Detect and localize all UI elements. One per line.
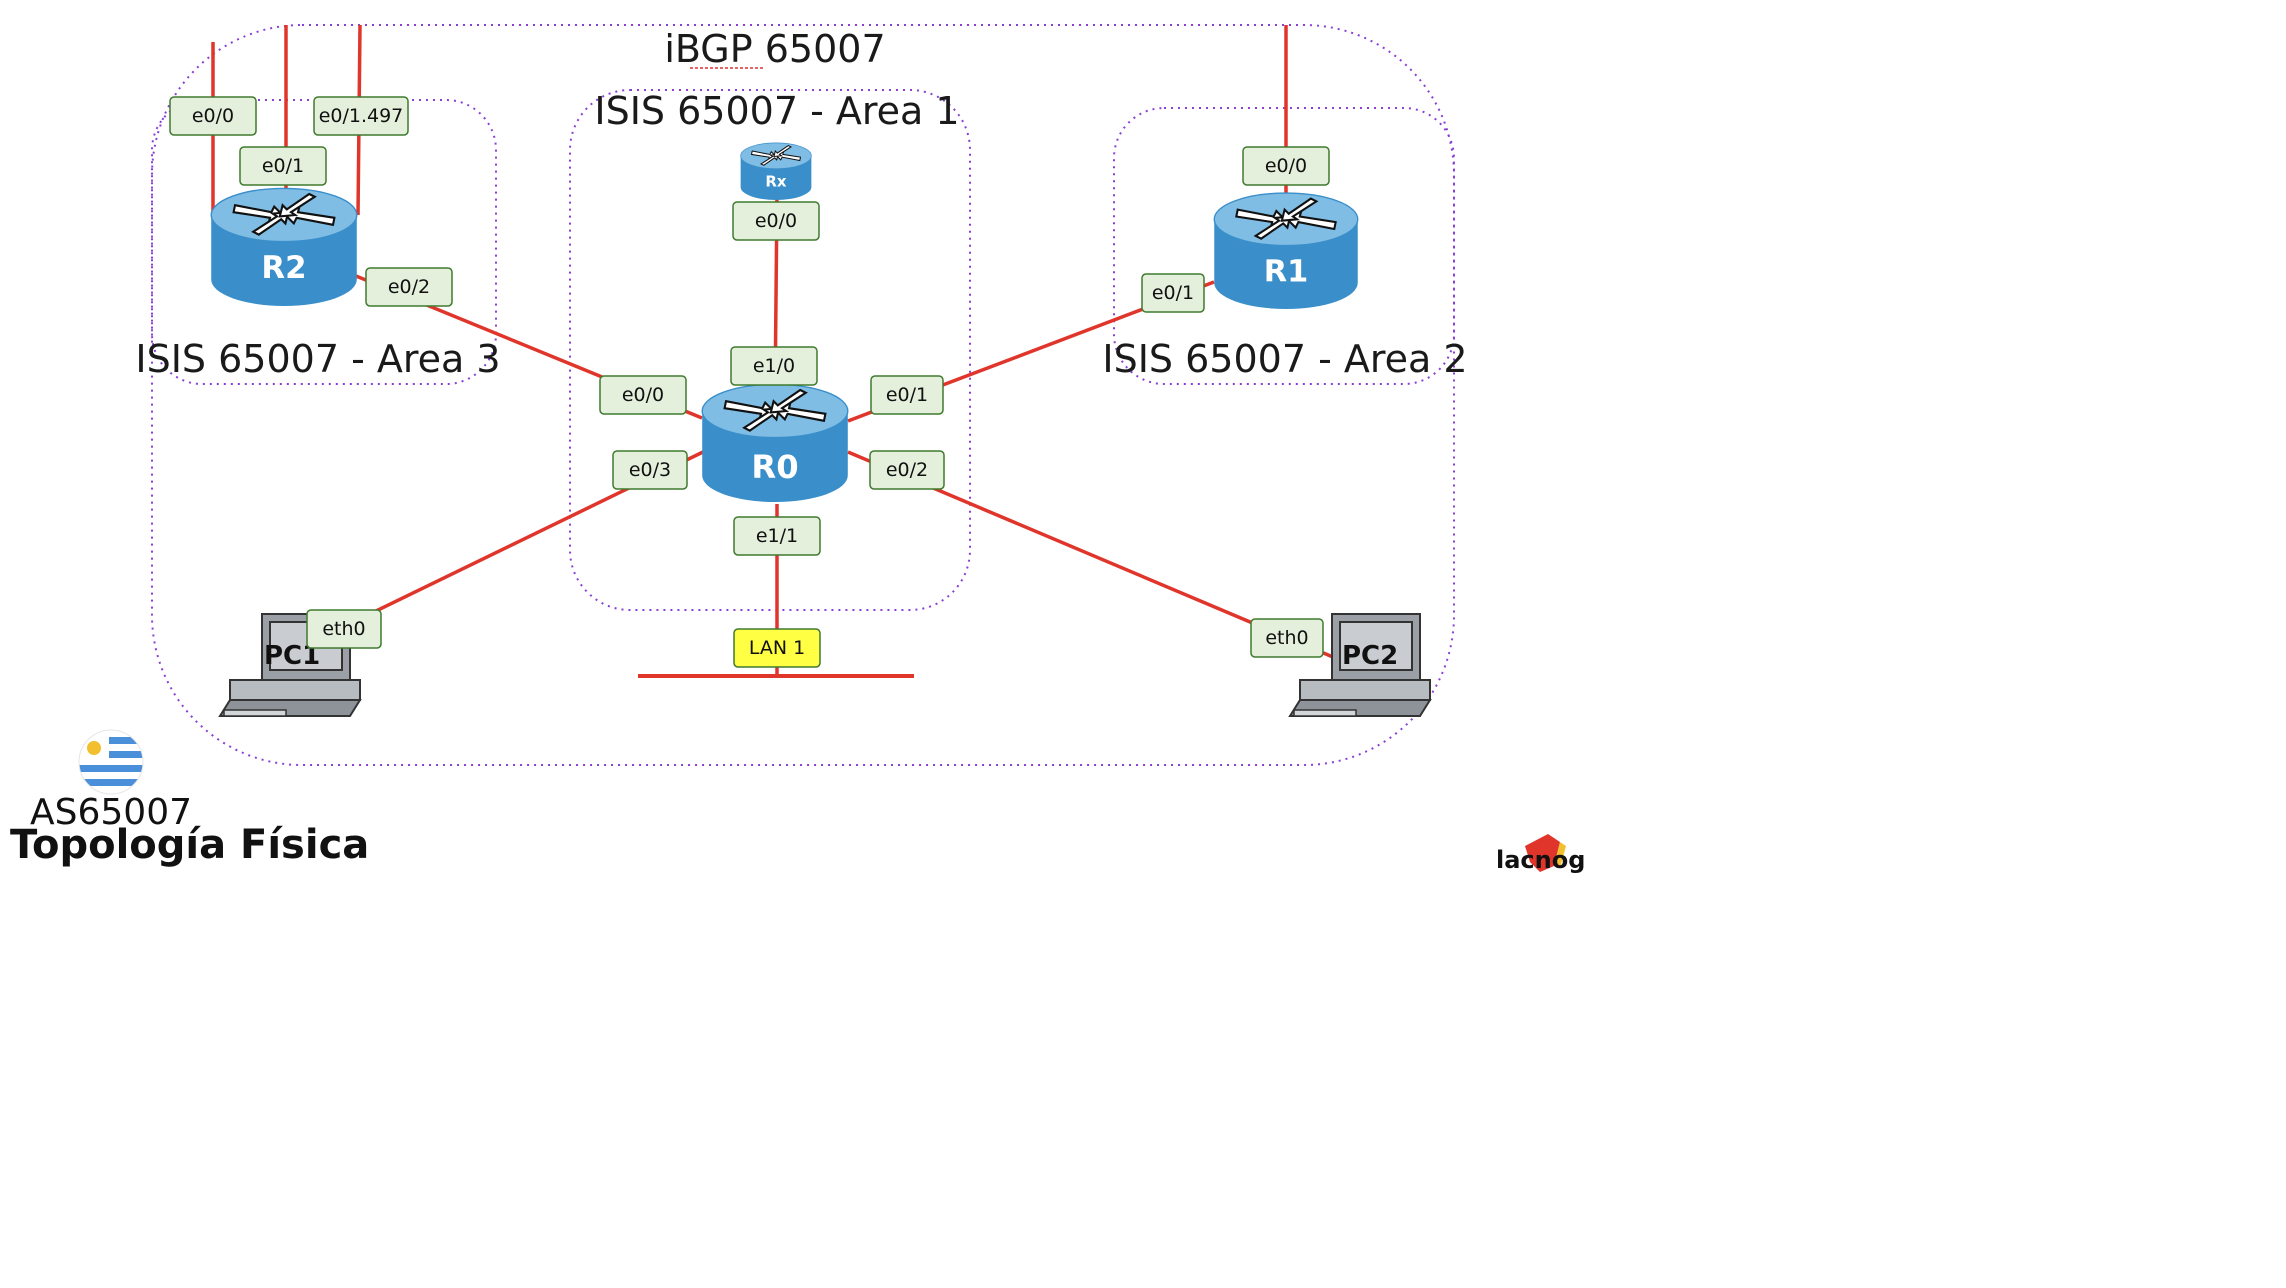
lan1-box bbox=[733, 628, 821, 668]
interface-label-box bbox=[313, 96, 409, 136]
page-subtitle: Topología Física bbox=[10, 822, 369, 868]
if-label-r2-e0-1497: e0/1.497 bbox=[313, 96, 409, 136]
router-rx-label: Rx bbox=[765, 172, 787, 190]
if-label-r2-e0-2: e0/2 bbox=[365, 267, 453, 307]
area1-title: ISIS 65007 - Area 1 bbox=[594, 89, 959, 133]
router-r0[interactable]: R0 bbox=[701, 383, 849, 504]
interface-label-box bbox=[869, 450, 945, 490]
interface-label-text: e1/0 bbox=[753, 355, 795, 377]
interface-label-box bbox=[732, 201, 820, 241]
interface-label-text: e0/2 bbox=[388, 276, 430, 298]
if-label-r2-e0-0: e0/0 bbox=[169, 96, 257, 136]
if-label-r0-e1-1: e1/1 bbox=[733, 516, 821, 556]
lacnog-logo-icon: lacnog bbox=[1496, 834, 1585, 874]
if-label-r1-e0-1: e0/1 bbox=[1141, 273, 1205, 313]
router-r2-label: R2 bbox=[261, 250, 306, 286]
if-label-rx-e0-0: e0/0 bbox=[732, 201, 820, 241]
interface-label-box bbox=[733, 516, 821, 556]
interface-label-text: e0/0 bbox=[192, 105, 234, 127]
area3-boundary bbox=[151, 99, 497, 385]
interface-label-box bbox=[612, 450, 688, 490]
interface-label-text: e0/1 bbox=[262, 155, 304, 177]
interface-label-box bbox=[1242, 146, 1330, 186]
uruguay-flag-icon bbox=[78, 729, 144, 795]
area1-boundary bbox=[569, 89, 971, 611]
diagram-title: iBGP 65007 bbox=[664, 27, 885, 71]
router-icon bbox=[1213, 192, 1359, 311]
if-label-r0-e0-0: e0/0 bbox=[599, 375, 687, 415]
interface-label-box bbox=[1141, 273, 1205, 313]
router-icon bbox=[210, 187, 358, 308]
interface-label-text: eth0 bbox=[322, 618, 365, 640]
interface-label-text: e0/1.497 bbox=[319, 105, 404, 127]
interface-label-box bbox=[169, 96, 257, 136]
interface-label-text: e0/1 bbox=[1152, 282, 1194, 304]
lacnog-logo-text: lacnog bbox=[1496, 846, 1585, 874]
interface-label-text: e0/0 bbox=[1265, 155, 1307, 177]
interface-label-text: e0/0 bbox=[755, 210, 797, 232]
area3-title: ISIS 65007 - Area 3 bbox=[135, 337, 500, 381]
interface-label-box bbox=[599, 375, 687, 415]
interface-label-box bbox=[239, 146, 327, 186]
interface-label-box bbox=[730, 346, 818, 386]
router-r0-label: R0 bbox=[751, 448, 798, 486]
interface-label-text: e0/1 bbox=[886, 384, 928, 406]
interface-label-text: eth0 bbox=[1265, 627, 1308, 649]
interface-label-box bbox=[365, 267, 453, 307]
router-r1[interactable]: R1 bbox=[1213, 192, 1359, 311]
lan1[interactable]: LAN 1 bbox=[733, 628, 821, 668]
interface-label-text: e0/2 bbox=[886, 459, 928, 481]
router-rx[interactable]: Rx bbox=[740, 142, 812, 201]
if-label-pc2-eth0: eth0 bbox=[1250, 618, 1324, 658]
interface-label-box bbox=[1250, 618, 1324, 658]
if-label-pc1-eth0: eth0 bbox=[306, 609, 382, 649]
router-icon bbox=[740, 142, 812, 201]
interface-label-text: e1/1 bbox=[756, 525, 798, 547]
as-number: AS65007 bbox=[30, 792, 192, 833]
if-label-r2-e0-1: e0/1 bbox=[239, 146, 327, 186]
if-label-r1-e0-0: e0/0 bbox=[1242, 146, 1330, 186]
if-label-r0-e0-1: e0/1 bbox=[870, 375, 944, 415]
pc2[interactable]: PC2 bbox=[1289, 613, 1431, 717]
pc2-label: PC2 bbox=[1342, 641, 1398, 671]
interface-label-text: e0/3 bbox=[629, 459, 671, 481]
router-r1-label: R1 bbox=[1264, 254, 1309, 289]
interface-label-box bbox=[870, 375, 944, 415]
ibgp-boundary bbox=[151, 24, 1455, 766]
if-label-r0-e0-2: e0/2 bbox=[869, 450, 945, 490]
if-label-r0-e0-3: e0/3 bbox=[612, 450, 688, 490]
interface-label-text: e0/0 bbox=[622, 384, 664, 406]
interface-labels: e0/0 e0/1 e0/1.497 e0/2 e0/0 e1/0 e0/0 e0/1 e0/2… bbox=[169, 96, 1330, 658]
area2-title: ISIS 65007 - Area 2 bbox=[1102, 337, 1467, 381]
area2-boundary bbox=[1113, 107, 1455, 385]
if-label-r0-e1-0: e1/0 bbox=[730, 346, 818, 386]
lan1-label: LAN 1 bbox=[749, 637, 805, 659]
router-r2[interactable]: R2 bbox=[210, 187, 358, 308]
interface-label-box bbox=[306, 609, 382, 649]
